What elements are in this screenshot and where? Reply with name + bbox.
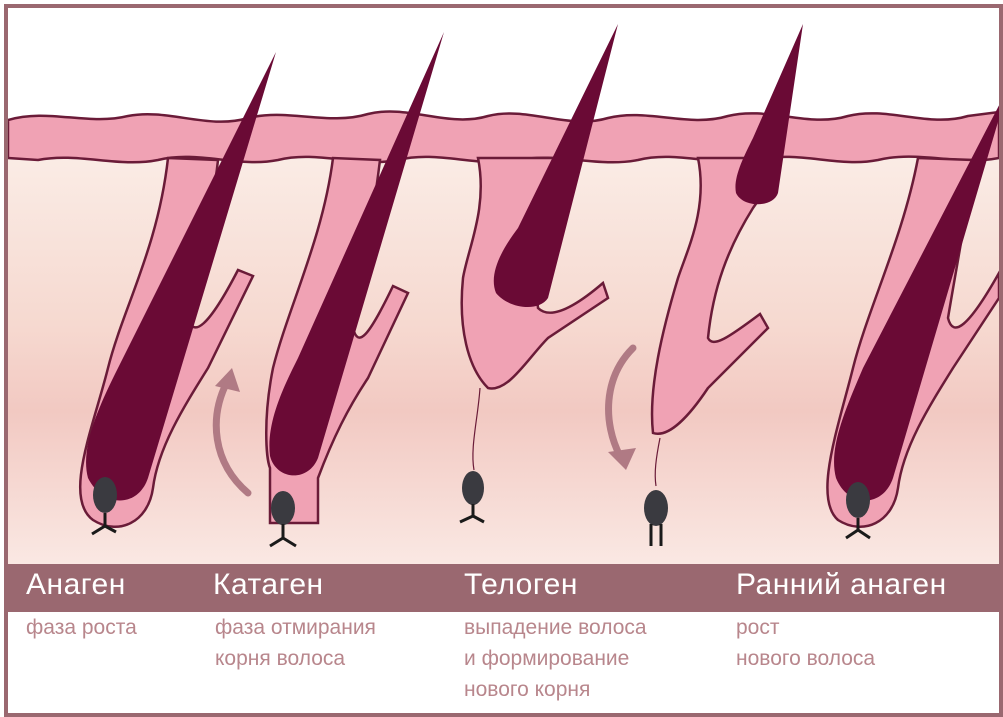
stage-description-line: рост	[736, 612, 875, 643]
follicle-new-anagen-papilla	[846, 482, 870, 518]
stage-title-early-anagen: Ранний анаген	[736, 568, 947, 602]
follicle-telogen-papilla	[462, 471, 484, 505]
stage-description-line: и формирование	[464, 643, 647, 674]
hair-cycle-illustration	[8, 8, 999, 564]
stage-description-line: фаза роста	[26, 612, 137, 643]
stage-description-line: выпадение волоса	[464, 612, 647, 643]
follicle-early-anagen-papilla	[644, 490, 668, 526]
follicle-catagen-papilla	[271, 491, 295, 525]
stage-description-line: корня волоса	[215, 643, 376, 674]
stage-title-telogen: Телоген	[464, 568, 578, 602]
epidermis-layer	[8, 111, 999, 162]
stage-title-anagen: Анаген	[26, 568, 126, 602]
stage-title-catagen: Катаген	[213, 568, 324, 602]
stage-description-line: нового корня	[464, 674, 647, 705]
stage-description-early-anagen: рост нового волоса	[736, 612, 875, 674]
stage-description-line: фаза отмирания	[215, 612, 376, 643]
hair-growth-cycle-diagram: Анаген Катаген Телоген Ранний анаген фаз…	[4, 4, 1003, 717]
stage-description-line: нового волоса	[736, 643, 875, 674]
stage-description-telogen: выпадение волоса и формирование нового к…	[464, 612, 647, 705]
stage-description-anagen: фаза роста	[26, 612, 137, 643]
stage-description-catagen: фаза отмирания корня волоса	[215, 612, 376, 674]
follicle-anagen-papilla	[93, 477, 117, 513]
